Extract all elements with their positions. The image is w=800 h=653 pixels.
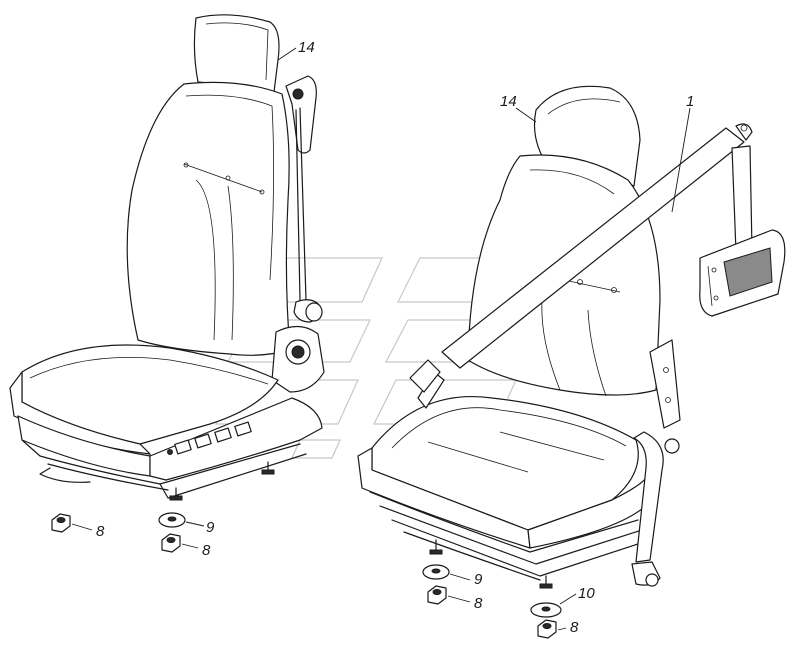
- right-seat-bolts: [429, 539, 553, 589]
- washer-left: [158, 512, 186, 528]
- leader-lines: [71, 47, 691, 631]
- callout-washer-left: 9: [206, 519, 215, 536]
- callout-washer-right: 9: [474, 571, 483, 588]
- nut-left-2: [161, 533, 181, 553]
- left-seat-bolts: [169, 461, 275, 501]
- callout-nut-right-1: 8: [474, 595, 483, 612]
- washer-large: [530, 602, 562, 618]
- callout-nut-left-2: 8: [202, 542, 211, 559]
- callout-washer-large: 10: [578, 585, 595, 602]
- left-seat: [9, 14, 325, 501]
- nut-right-1: [427, 585, 447, 605]
- callout-seat-belt: 1: [686, 93, 694, 110]
- callout-headrest-left: 14: [298, 39, 315, 56]
- callout-headrest-right: 14: [500, 93, 517, 110]
- nut-right-2: [537, 619, 557, 639]
- callout-nut-right-2: 8: [570, 619, 579, 636]
- nut-left-1: [51, 513, 71, 533]
- right-seat: [357, 85, 681, 589]
- callout-nut-left-1: 8: [96, 523, 105, 540]
- washer-right: [422, 564, 450, 580]
- seat-belt: [409, 123, 786, 587]
